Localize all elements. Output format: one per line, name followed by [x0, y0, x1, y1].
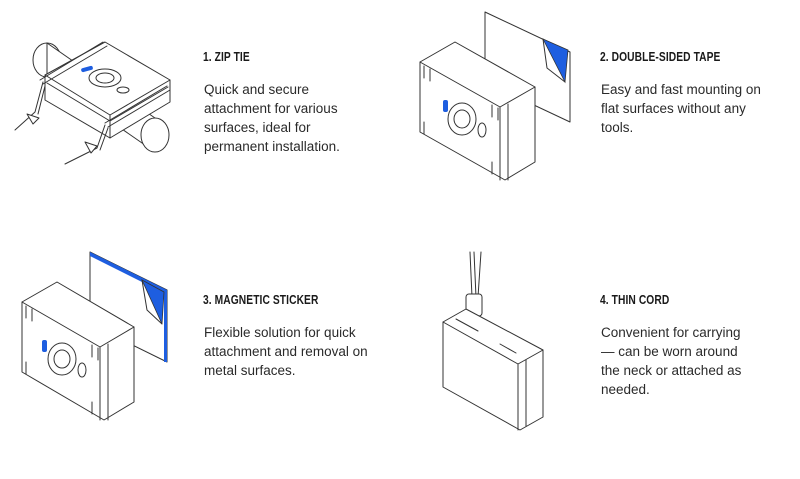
option-title: 3. MAGNETIC STICKER [203, 293, 319, 307]
option-description: Quick and secure attachment for various … [204, 82, 340, 154]
mount-option-magnetic-sticker: 3. MAGNETIC STICKER Flexible solution fo… [0, 240, 400, 479]
mount-option-zip-tie: 1. ZIP TIE Quick and secure attachment f… [0, 0, 400, 240]
zip-tie-mount-illustration [5, 20, 185, 175]
mount-option-double-sided-tape: 2. DOUBLE-SIDED TAPE Easy and fast mount… [400, 0, 800, 240]
option-title: 1. ZIP TIE [203, 50, 250, 64]
option-title: 2. DOUBLE-SIDED TAPE [600, 50, 721, 64]
option-description: Flexible solution for quick attachment a… [204, 325, 368, 378]
option-description: Easy and fast mounting on flat surfaces … [601, 82, 761, 135]
magnetic-sticker-mount-illustration [12, 251, 182, 432]
thin-cord-mount-illustration [438, 251, 563, 437]
double-sided-tape-mount-illustration [410, 11, 580, 192]
option-description: Convenient for carrying — can be worn ar… [601, 325, 742, 397]
option-title: 4. THIN CORD [600, 293, 670, 307]
mount-option-thin-cord: 4. THIN CORD Convenient for carrying — c… [400, 240, 800, 479]
